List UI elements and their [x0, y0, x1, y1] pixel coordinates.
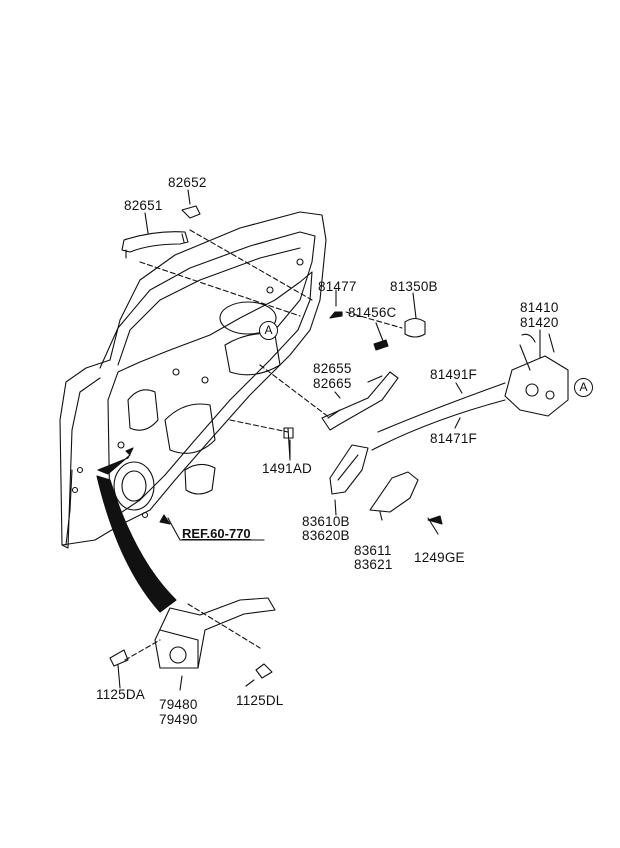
check-link-arrow	[98, 448, 133, 474]
part-label-81420: 81420	[520, 315, 559, 330]
remote-handle	[330, 445, 368, 494]
door-latch	[505, 356, 568, 416]
door-inner-panel	[108, 272, 312, 520]
door-glass-line	[118, 248, 300, 365]
handle-cover	[370, 472, 418, 512]
part-label-79490: 79490	[159, 712, 198, 727]
part-label-81491f: 81491F	[430, 367, 477, 382]
callout-a-door: A	[259, 321, 278, 340]
reference-label: REF.60-770	[182, 526, 251, 541]
door-checker	[155, 598, 275, 668]
part-label-82655: 82655	[313, 361, 352, 376]
door-outer-frame	[60, 212, 326, 545]
part-label-82652: 82652	[168, 175, 207, 190]
cable-81471f	[372, 400, 505, 450]
inside-handle-bracket	[322, 372, 398, 430]
part-label-83620b: 83620B	[302, 528, 350, 543]
part-label-81456c: 81456C	[348, 305, 397, 320]
part-label-1491ad: 1491AD	[262, 461, 312, 476]
speaker-hole	[114, 462, 154, 510]
part-label-1125dl: 1125DL	[236, 693, 284, 708]
part-label-81350b: 81350B	[390, 279, 438, 294]
part-label-81471f: 81471F	[430, 431, 477, 446]
cable-81491f	[378, 383, 505, 432]
part-label-83611: 83611	[354, 543, 392, 558]
part-label-1249ge: 1249GE	[414, 550, 465, 565]
part-label-81410: 81410	[520, 300, 559, 315]
part-label-79480: 79480	[159, 697, 198, 712]
door-edge	[62, 378, 100, 548]
outside-handle-shape	[122, 232, 188, 252]
part-label-82651: 82651	[124, 198, 163, 213]
transfer-band	[97, 476, 176, 612]
part-label-1125da: 1125DA	[96, 687, 145, 702]
part-label-81477: 81477	[318, 279, 357, 294]
part-label-83610b: 83610B	[302, 514, 350, 529]
part-label-83621: 83621	[354, 557, 393, 572]
callout-a-latch: A	[574, 378, 593, 397]
door-window-frame	[100, 232, 315, 368]
part-label-82665: 82665	[313, 376, 352, 391]
